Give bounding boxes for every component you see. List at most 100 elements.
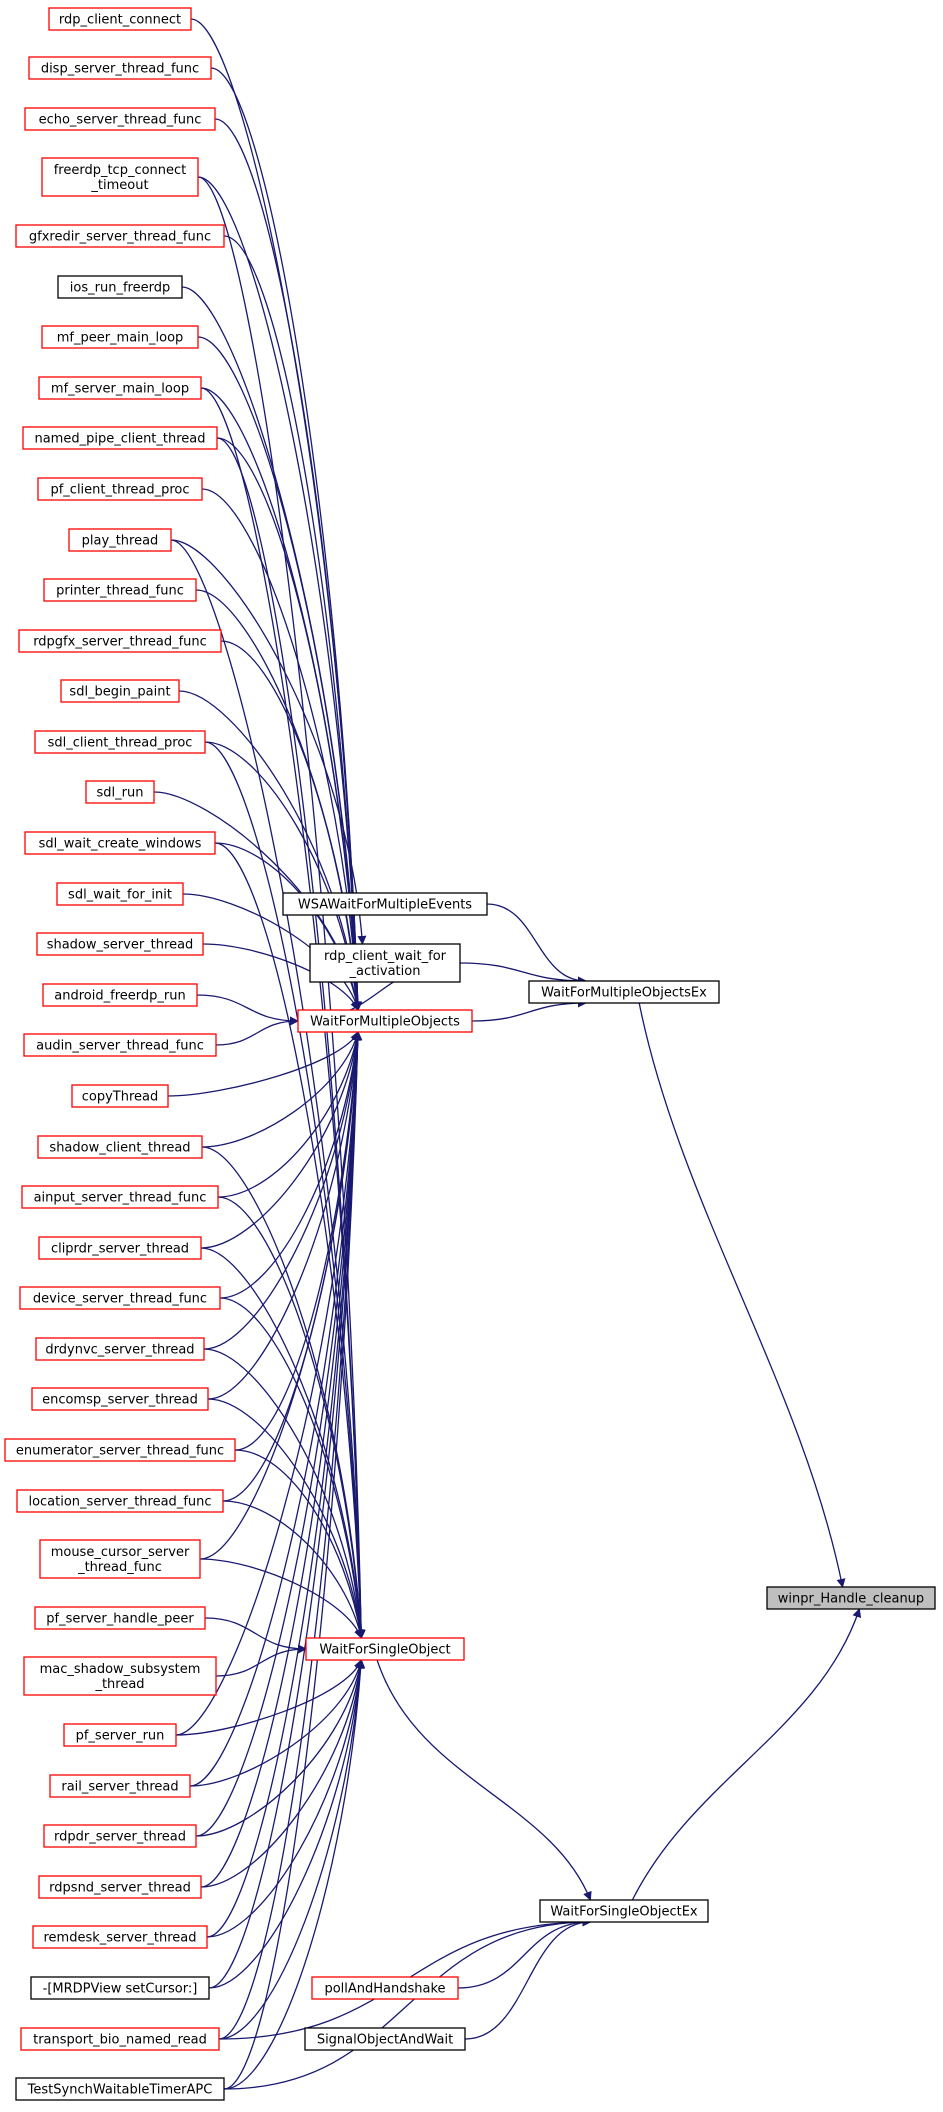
- node-pf-server-handle-peer[interactable]: pf_server_handle_peer: [34, 1606, 206, 1630]
- node-box: [34, 730, 206, 754]
- node-box: [539, 1899, 709, 1923]
- node-box: [42, 983, 198, 1007]
- edge-mf-peer-main-loop-to-wait-for-multiple-objects: [197, 336, 363, 1011]
- node-box: [37, 477, 203, 501]
- node-rdp-client-connect[interactable]: rdp_client_connect: [48, 7, 192, 31]
- node-pf-server-run[interactable]: pf_server_run: [63, 1723, 177, 1747]
- node-label: _thread: [94, 1677, 144, 1692]
- node-label: mf_peer_main_loop: [57, 331, 184, 346]
- node-label: sdl_wait_create_windows: [39, 837, 202, 852]
- node-ios-run-freerdp[interactable]: ios_run_freerdp: [57, 275, 183, 299]
- edge-echo-server-thread-func-to-wait-for-multiple-objects: [214, 118, 363, 1011]
- edge-freerdp-tcp-connect-timeout-to-wait-for-multiple-objects: [197, 176, 363, 1011]
- node-label: TestSynchWaitableTimerAPC: [27, 2083, 213, 2098]
- edge-rdpdr-server-thread-to-wait-for-single-object: [195, 1659, 365, 1837]
- node-shadow-server-thread[interactable]: shadow_server_thread: [36, 932, 204, 956]
- edge-cliprdr-server-thread-to-wait-for-single-object: [200, 1247, 366, 1639]
- edge-cliprdr-server-thread-to-wait-for-multiple-objects: [200, 1031, 362, 1249]
- node-box: [37, 1135, 203, 1159]
- node-label: SignalObjectAndWait: [317, 2033, 453, 2048]
- node-label: copyThread: [82, 1090, 159, 1105]
- edge-wsawait-for-multiple-events-to-wait-for-multiple-objects-ex: [486, 903, 587, 986]
- edge-mouse-cursor-server-thread-func-to-wait-for-multiple-objects: [199, 1031, 363, 1560]
- edge-test-synch-waitable-timer-apc-to-wait-for-multiple-objects: [223, 1031, 363, 2090]
- node-label: pollAndHandshake: [324, 1982, 445, 1997]
- node-label: shadow_server_thread: [47, 938, 194, 953]
- node-wait-for-multiple-objects[interactable]: WaitForMultipleObjects: [297, 1009, 473, 1033]
- node-gfxredir-server-thread-func[interactable]: gfxredir_server_thread_func: [15, 224, 225, 248]
- node-drdynvc-server-thread[interactable]: drdynvc_server_thread: [35, 1337, 205, 1361]
- node-freerdp-tcp-connect-timeout[interactable]: freerdp_tcp_connect_timeout: [41, 157, 199, 197]
- node-label: encomsp_server_thread: [42, 1393, 198, 1408]
- node-location-server-thread-func[interactable]: location_server_thread_func: [16, 1489, 224, 1513]
- node-box: [41, 325, 199, 349]
- node-box: [305, 1637, 465, 1661]
- edge-drdynvc-server-thread-to-wait-for-multiple-objects: [203, 1031, 362, 1350]
- node-device-server-thread-func[interactable]: device_server_thread_func: [19, 1286, 221, 1310]
- node-box: [19, 1286, 221, 1310]
- node-cliprdr-server-thread[interactable]: cliprdr_server_thread: [38, 1236, 202, 1260]
- node-rdp-client-wait-for-activation[interactable]: rdp_client_wait_for_activation: [309, 943, 461, 983]
- node-box: [15, 2077, 225, 2101]
- node-remdesk-server-thread[interactable]: remdesk_server_thread: [32, 1925, 208, 1949]
- node-label: -[MRDPView setCursor:]: [43, 1982, 198, 1997]
- node-mouse-cursor-server-thread-func[interactable]: mouse_cursor_server_thread_func: [39, 1539, 201, 1579]
- edge-remdesk-server-thread-to-wait-for-single-object: [206, 1659, 365, 1938]
- node-encomsp-server-thread[interactable]: encomsp_server_thread: [31, 1387, 209, 1411]
- node-box: [311, 1976, 459, 2000]
- node-box: [49, 1774, 191, 1798]
- node-sdl-client-thread-proc[interactable]: sdl_client_thread_proc: [34, 730, 206, 754]
- node-rail-server-thread[interactable]: rail_server_thread: [49, 1774, 191, 1798]
- node-sdl-run[interactable]: sdl_run: [85, 780, 155, 804]
- node-label: _activation: [349, 964, 421, 979]
- node-label: sdl_run: [97, 786, 144, 801]
- node-sdl-wait-create-windows[interactable]: sdl_wait_create_windows: [24, 831, 216, 855]
- edge-named-pipe-client-thread-to-wait-for-multiple-objects: [216, 437, 363, 1011]
- node-box: [24, 831, 216, 855]
- node-box: [22, 426, 218, 450]
- edge-rdp-client-wait-for-activation-to-wait-for-multiple-objects-ex: [459, 962, 587, 986]
- node-mrdpview-set-cursor[interactable]: -[MRDPView setCursor:]: [30, 1976, 210, 2000]
- node-enumerator-server-thread-func[interactable]: enumerator_server_thread_func: [4, 1438, 236, 1462]
- node-disp-server-thread-func[interactable]: disp_server_thread_func: [28, 56, 212, 80]
- node-sdl-begin-paint[interactable]: sdl_begin_paint: [60, 679, 180, 703]
- node-transport-bio-named-read[interactable]: transport_bio_named_read: [20, 2027, 220, 2051]
- node-wait-for-multiple-objects-ex[interactable]: WaitForMultipleObjectsEx: [528, 980, 720, 1004]
- node-rdpdr-server-thread[interactable]: rdpdr_server_thread: [43, 1824, 197, 1848]
- node-box: [23, 1656, 217, 1696]
- node-label: drdynvc_server_thread: [45, 1343, 194, 1358]
- node-ainput-server-thread-func[interactable]: ainput_server_thread_func: [21, 1185, 219, 1209]
- node-wait-for-single-object-ex[interactable]: WaitForSingleObjectEx: [539, 1899, 709, 1923]
- node-box: [30, 1976, 210, 2000]
- node-box: [43, 578, 197, 602]
- node-mac-shadow-subsystem-thread[interactable]: mac_shadow_subsystem_thread: [23, 1656, 217, 1696]
- node-sdl-wait-for-init[interactable]: sdl_wait_for_init: [56, 882, 184, 906]
- node-label: rdp_client_wait_for: [324, 949, 447, 964]
- node-box: [24, 107, 216, 131]
- node-label: transport_bio_named_read: [33, 2033, 207, 2048]
- node-shadow-client-thread[interactable]: shadow_client_thread: [37, 1135, 203, 1159]
- node-play-thread[interactable]: play_thread: [68, 528, 172, 552]
- node-printer-thread-func[interactable]: printer_thread_func: [43, 578, 197, 602]
- node-label: shadow_client_thread: [49, 1141, 190, 1156]
- node-echo-server-thread-func[interactable]: echo_server_thread_func: [24, 107, 216, 131]
- edge-drdynvc-server-thread-to-wait-for-single-object: [203, 1348, 365, 1639]
- edge-transport-bio-named-read-to-wait-for-multiple-objects: [218, 1031, 363, 2040]
- node-poll-and-handshake[interactable]: pollAndHandshake: [311, 1976, 459, 2000]
- edge-rdpsnd-server-thread-to-wait-for-multiple-objects: [200, 1031, 363, 1888]
- node-wait-for-single-object[interactable]: WaitForSingleObject: [305, 1637, 465, 1661]
- node-mf-peer-main-loop[interactable]: mf_peer_main_loop: [41, 325, 199, 349]
- node-copy-thread[interactable]: copyThread: [71, 1084, 169, 1108]
- node-named-pipe-client-thread[interactable]: named_pipe_client_thread: [22, 426, 218, 450]
- node-rdpgfx-server-thread-func[interactable]: rdpgfx_server_thread_func: [18, 629, 222, 653]
- node-signal-object-and-wait[interactable]: SignalObjectAndWait: [304, 2027, 466, 2051]
- node-wsawait-for-multiple-events[interactable]: WSAWaitForMultipleEvents: [282, 892, 488, 916]
- node-test-synch-waitable-timer-apc[interactable]: TestSynchWaitableTimerAPC: [15, 2077, 225, 2101]
- node-audin-server-thread-func[interactable]: audin_server_thread_func: [23, 1033, 217, 1057]
- edge-encomsp-server-thread-to-wait-for-multiple-objects: [207, 1031, 362, 1400]
- node-android-freerdp-run[interactable]: android_freerdp_run: [42, 983, 198, 1007]
- node-rdpsnd-server-thread[interactable]: rdpsnd_server_thread: [38, 1875, 202, 1899]
- node-mf-server-main-loop[interactable]: mf_server_main_loop: [38, 376, 202, 400]
- node-label: mouse_cursor_server: [51, 1545, 190, 1560]
- node-pf-client-thread-proc[interactable]: pf_client_thread_proc: [37, 477, 203, 501]
